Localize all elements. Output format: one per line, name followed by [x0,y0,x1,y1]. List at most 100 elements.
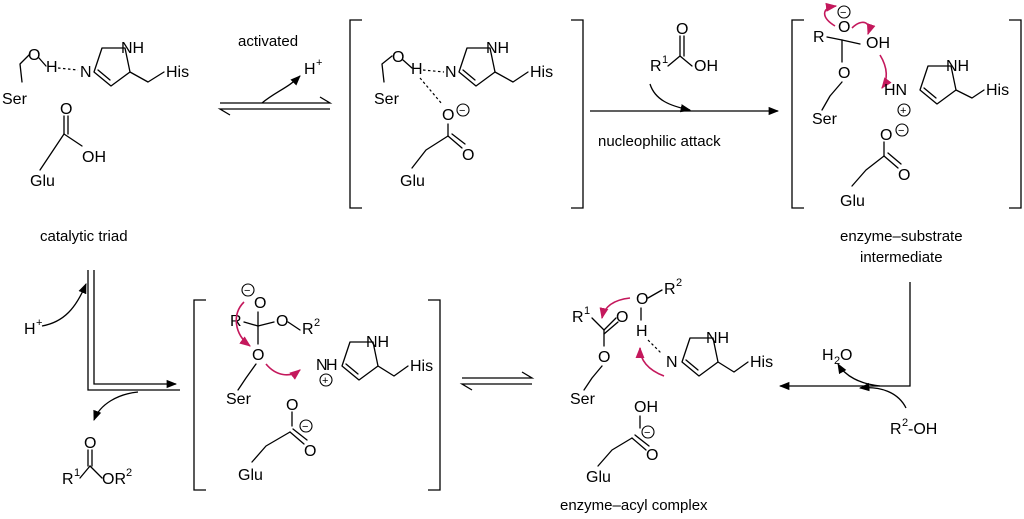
alcohol-r: R [890,421,902,438]
ser-label-4: Ser [570,391,596,408]
enzyme-acyl-complex: R 1 O O Ser O R 2 H N NH His OH − O Glu [570,277,773,486]
released-proton: H [304,61,316,78]
ser-hydrogen: H [46,59,58,76]
water-h: H [822,347,834,364]
glu-label-5: Glu [238,467,263,484]
glu-label: Glu [30,173,55,190]
alkoxide-o: O [838,19,850,36]
ester-product: R 1 O OR 2 [62,435,132,488]
svg-text:−: − [898,125,904,137]
enzyme-substrate-caption-line1: enzyme–substrate [840,228,963,245]
alcohol-oh: -OH [908,421,937,438]
svg-text:+: + [900,105,906,117]
glu-o5a: O [286,397,298,414]
svg-text:1: 1 [584,305,590,317]
his-label-4: His [750,354,773,371]
ester-r1: R [62,471,74,488]
svg-text:1: 1 [662,54,668,66]
enzyme-substrate-caption-line2: intermediate [860,249,943,266]
svg-text:+: + [322,375,328,387]
glu-carboxylate-o2: O [462,147,474,164]
his-nh-4: NH [706,330,729,347]
hydrolysis-arrow: H 2 O R 2 -OH [778,282,937,438]
svg-text:+: + [316,57,322,69]
glu-carbonyl-o: O [60,101,72,118]
his-label-3: His [986,82,1009,99]
svg-text:−: − [302,421,308,433]
his-n-2: N [445,64,457,81]
glu-oh-4: OH [634,399,658,416]
svg-text:2: 2 [314,317,320,329]
his-n-4: N [666,354,678,371]
ti2-or-o: O [276,313,288,330]
acyl-ester-o: O [598,349,610,366]
his-n-5: N [316,357,328,374]
ser-label: Ser [2,91,28,108]
glu-label-3: Glu [840,193,865,210]
glu-o5b: O [304,443,316,460]
intermediate-oh: OH [866,35,890,52]
tetrahedral-intermediate-2: − O R O R 2 O Ser N H + NH His O − O Glu [193,283,441,491]
svg-text:2: 2 [902,417,908,429]
acyl-r1: R [572,309,584,326]
ser-oxygen-2: O [392,49,404,66]
water-o: O [840,347,852,364]
equilibrium-arrow-2 [459,371,535,391]
enzyme-substrate-intermediate: R O − OH O Ser HN + NH His O − O Glu [791,2,1022,210]
his-nh-3: NH [946,58,969,75]
ser-ester-o: O [838,65,850,82]
nucleophilic-attack-label: nucleophilic attack [598,133,721,150]
svg-text:−: − [840,7,846,19]
transfer-h: H [636,323,648,340]
activated-label: activated [238,33,298,50]
his-n: N [80,64,92,81]
glu-label-2: Glu [400,173,425,190]
catalytic-triad-caption: catalytic triad [40,228,128,245]
his-label: His [166,64,189,81]
alkoxy-o: O [636,291,648,308]
glu-o4: O [646,447,658,464]
catalytic-triad-structure: Ser O H N NH His O OH Glu [2,40,189,190]
ti2-r2: R [302,321,314,338]
his-nh: NH [121,40,144,57]
acid-r1: R [650,58,662,75]
incoming-proton: H [24,321,36,338]
activated-triad-complex: Ser O H N NH His O − O Glu [349,19,584,209]
his-label-2: His [530,64,553,81]
ser-label-2: Ser [374,91,400,108]
glu-o3b: O [898,167,910,184]
ser-label-5: Ser [226,391,252,408]
ester-or2: OR [102,471,126,488]
regeneration-arrow: H + [24,270,180,421]
his-nh-2: NH [486,40,509,57]
acid-oh: OH [694,58,718,75]
nucleophilic-attack-arrow: O R 1 OH [590,21,780,116]
svg-text:2: 2 [834,355,840,367]
his-nh-5: NH [366,334,389,351]
svg-text:−: − [644,427,650,439]
enzyme-acyl-caption: enzyme–acyl complex [560,497,708,514]
svg-text:−: − [244,285,250,297]
ser-label-3: Ser [812,111,838,128]
svg-text:O: O [676,21,688,38]
shared-hydrogen: H [411,61,423,78]
svg-text:+: + [36,317,42,329]
his-hn-3: HN [884,82,907,99]
ester-carbonyl-o: O [84,435,96,452]
svg-text:−: − [459,105,465,117]
svg-text:1: 1 [74,467,80,479]
svg-text:2: 2 [126,467,132,479]
acyl-carbonyl-o: O [616,309,628,326]
ti2-alkoxide-o: O [254,295,266,312]
glu-carboxylate-o1: O [442,107,454,124]
alkoxy-r: R [664,281,676,298]
equilibrium-arrow-1: H + [217,57,333,116]
glu-label-4: Glu [586,469,611,486]
glu-oh: OH [82,149,106,166]
ti2-ser-o: O [252,347,264,364]
svg-text:2: 2 [676,277,682,289]
his-label-5: His [410,358,433,375]
glu-o3a: O [880,127,892,144]
his-n5-h: H [326,357,338,374]
